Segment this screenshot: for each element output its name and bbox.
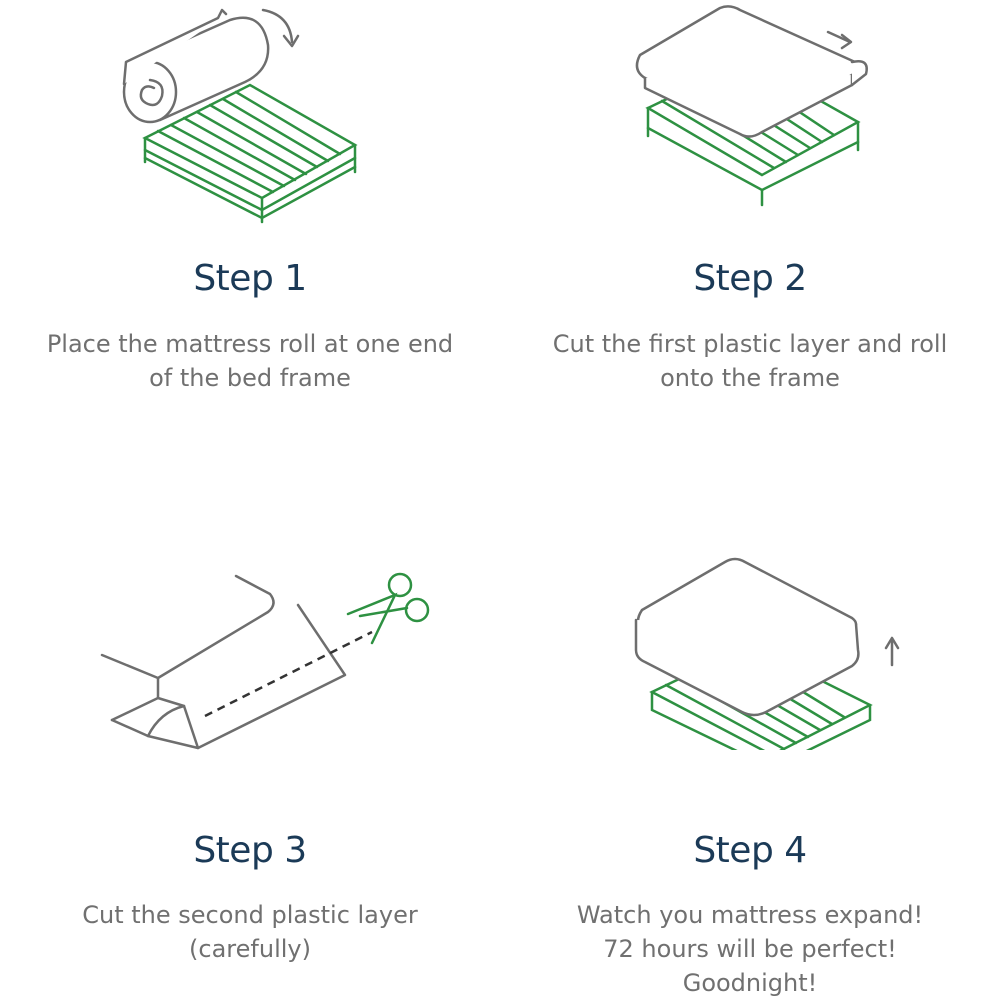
description-line: 72 hours will be perfect!: [603, 935, 897, 963]
step-2-title: Step 2: [693, 258, 807, 299]
mattress-roll-icon: [122, 8, 358, 224]
description-line: Place the mattress roll at one end: [46, 330, 454, 358]
description-line: Watch you mattress expand!: [576, 901, 924, 929]
step-3-title: Step 3: [193, 830, 307, 871]
step-3-description: Cut the second plastic layer (carefully): [20, 898, 480, 966]
step-4-title: Step 4: [693, 830, 807, 871]
description-line: Goodnight!: [682, 969, 818, 997]
step-1: Step 1 Place the mattress roll at one en…: [0, 0, 500, 500]
unroll-icon: [635, 5, 868, 207]
scissors-icon: [100, 572, 430, 750]
description-line: onto the frame: [660, 364, 840, 392]
description-line: (carefully): [189, 935, 311, 963]
step-3: Step 3 Cut the second plastic layer (car…: [0, 500, 500, 1000]
description-line: Cut the first plastic layer and roll: [552, 330, 948, 358]
step-4-description: Watch you mattress expand! 72 hours will…: [520, 898, 980, 1000]
description-line: Cut the second plastic layer: [82, 901, 418, 929]
step-1-title: Step 1: [193, 258, 307, 299]
description-line: of the bed frame: [149, 364, 351, 392]
step-4: Step 4 Watch you mattress expand! 72 hou…: [500, 500, 1000, 1000]
step-2: Step 2 Cut the first plastic layer and r…: [500, 0, 1000, 500]
step-1-description: Place the mattress roll at one end of th…: [20, 327, 480, 395]
step-2-description: Cut the first plastic layer and roll ont…: [520, 327, 980, 395]
expanding-mattress-icon: [634, 557, 900, 750]
